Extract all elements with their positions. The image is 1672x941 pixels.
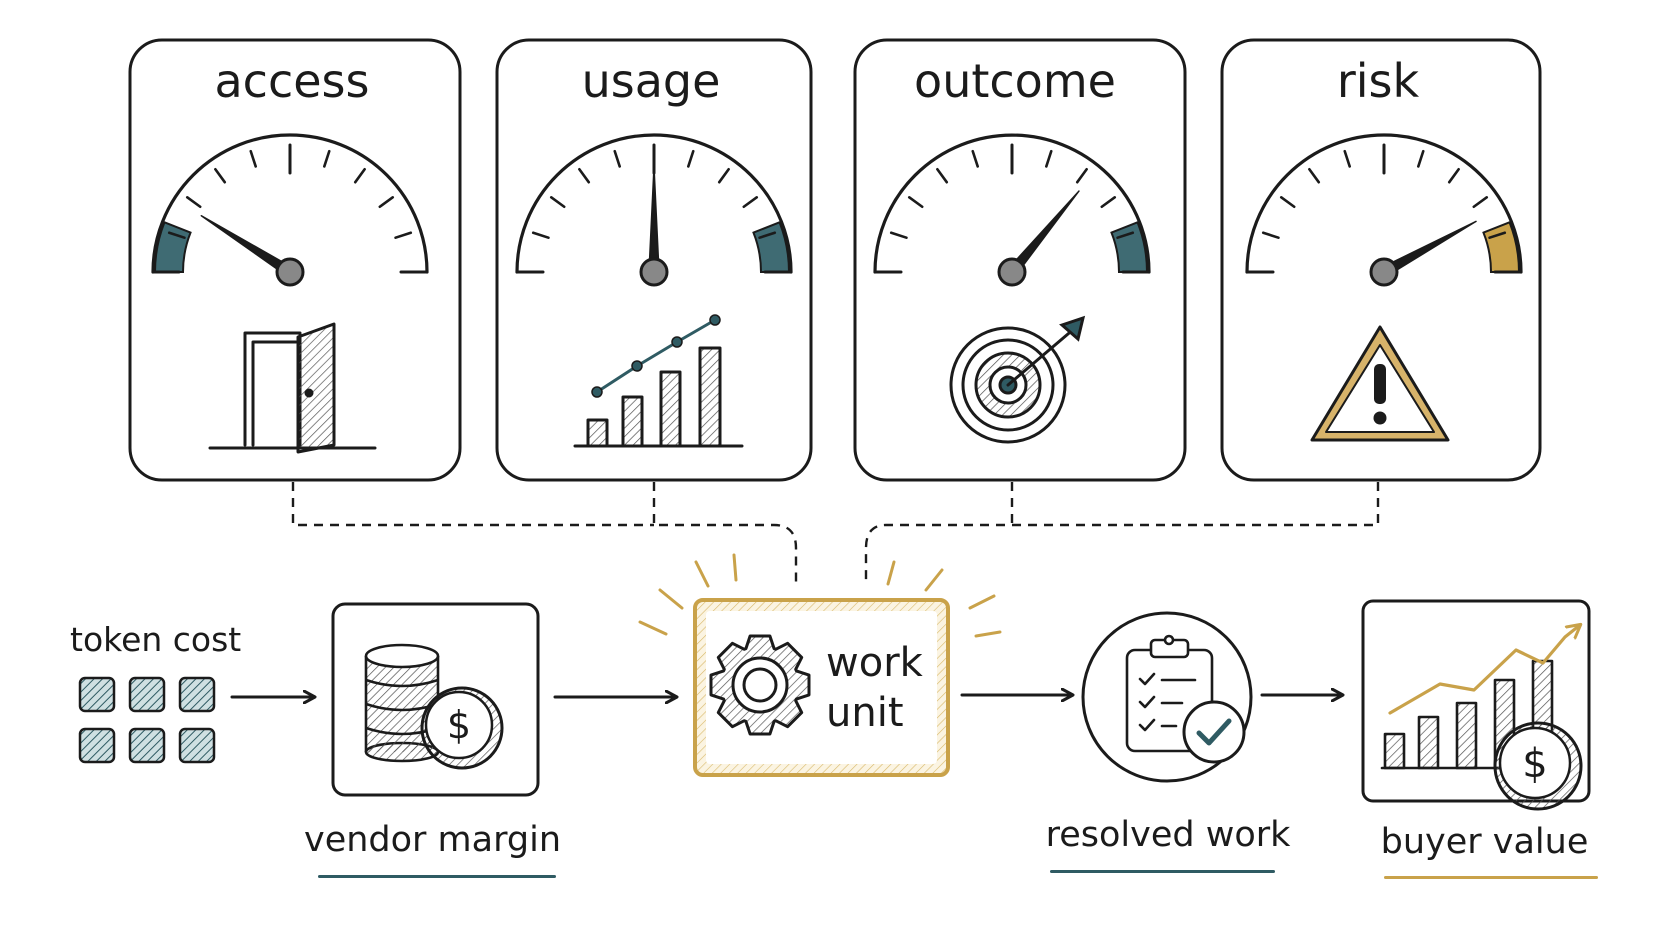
dashed-connectors xyxy=(291,482,1380,585)
gauge-tick xyxy=(1447,167,1460,184)
resolved-work-underline xyxy=(1050,870,1275,873)
resolved-work-label: resolved work xyxy=(1045,815,1291,855)
flow-arrows xyxy=(230,695,1342,697)
buyer-coin-icon xyxy=(1493,721,1583,811)
gauge-tick xyxy=(185,196,202,209)
token-square xyxy=(128,676,166,713)
gauge-tick xyxy=(1279,196,1296,209)
connector-usage xyxy=(652,482,798,585)
gauge-tick xyxy=(1488,231,1507,239)
token-cost-label: token cost xyxy=(70,620,242,659)
gauge-tick xyxy=(971,149,979,168)
gauge-tick xyxy=(758,231,777,239)
gauge-tick xyxy=(1261,231,1280,239)
target-icon xyxy=(949,315,1086,444)
gauge-tick xyxy=(549,196,566,209)
gauge-tick xyxy=(323,149,331,168)
gauge-tick xyxy=(353,167,366,184)
vendor-margin-underline xyxy=(318,875,556,878)
gauge-tick xyxy=(936,167,949,184)
gauge-tick xyxy=(249,149,257,168)
gauge-usage xyxy=(515,133,793,287)
work-unit-label-line1: work xyxy=(826,640,923,686)
gauge-tick xyxy=(907,196,924,209)
gauge-hub xyxy=(275,257,305,287)
gauge-hub xyxy=(1369,257,1399,287)
buyer-coin-dollar: $ xyxy=(1522,741,1548,787)
gauge-tick xyxy=(531,231,550,239)
gauge-tick xyxy=(687,149,695,168)
gauge-tick xyxy=(889,231,908,239)
token-square xyxy=(178,727,216,764)
work-unit-highlight-rays xyxy=(638,553,1002,638)
buyer-value-label: buyer value xyxy=(1380,822,1589,862)
gauge-risk xyxy=(1245,133,1523,287)
gauge-tick xyxy=(742,196,759,209)
door-icon xyxy=(208,322,377,454)
vendor-coin-dollar: $ xyxy=(446,703,472,747)
token-square xyxy=(128,727,166,764)
gauge-tick xyxy=(214,167,227,184)
card-title-usage: usage xyxy=(581,54,721,108)
checkmark-icon xyxy=(1182,700,1246,764)
token-squares xyxy=(78,676,216,764)
card-title-access: access xyxy=(214,54,370,108)
gauge-arc xyxy=(873,133,1151,274)
connector-risk xyxy=(864,482,1380,585)
gauge-accent-zone xyxy=(153,221,192,273)
gauge-access xyxy=(151,133,429,287)
card-title-outcome: outcome xyxy=(914,54,1116,108)
token-square xyxy=(78,676,116,713)
work-unit-label-line2: unit xyxy=(826,690,904,736)
gauge-tick xyxy=(613,149,621,168)
gauge-tick xyxy=(378,196,395,209)
buyer-value-underline xyxy=(1384,876,1598,879)
gauge-tick xyxy=(1116,231,1135,239)
gauge-tick xyxy=(394,231,413,239)
gauge-outcome xyxy=(873,133,1151,287)
gauge-tick xyxy=(1308,167,1321,184)
bar-chart-icon xyxy=(573,314,744,448)
gauge-tick xyxy=(1045,149,1053,168)
gauge-arc xyxy=(515,133,793,274)
gauge-tick xyxy=(1472,196,1489,209)
vendor-margin-label: vendor margin xyxy=(303,820,561,860)
gauge-tick xyxy=(1343,149,1351,168)
connector-access xyxy=(291,482,654,527)
gauge-tick xyxy=(1100,196,1117,209)
token-square xyxy=(78,727,116,764)
gauge-hub xyxy=(997,257,1027,287)
gauge-tick xyxy=(717,167,730,184)
gear-icon xyxy=(709,634,811,736)
gauge-arc xyxy=(1245,133,1523,274)
dollar-coin-icon xyxy=(420,686,504,770)
gauge-tick xyxy=(1417,149,1425,168)
gauge-hub xyxy=(639,257,669,287)
card-title-risk: risk xyxy=(1336,54,1420,108)
gauge-tick xyxy=(167,231,186,239)
gauge-tick xyxy=(578,167,591,184)
gauge-tick xyxy=(1075,167,1088,184)
token-square xyxy=(178,676,216,713)
warning-icon xyxy=(1310,325,1450,442)
gauges xyxy=(151,133,1523,287)
gauge-arc xyxy=(151,133,429,274)
